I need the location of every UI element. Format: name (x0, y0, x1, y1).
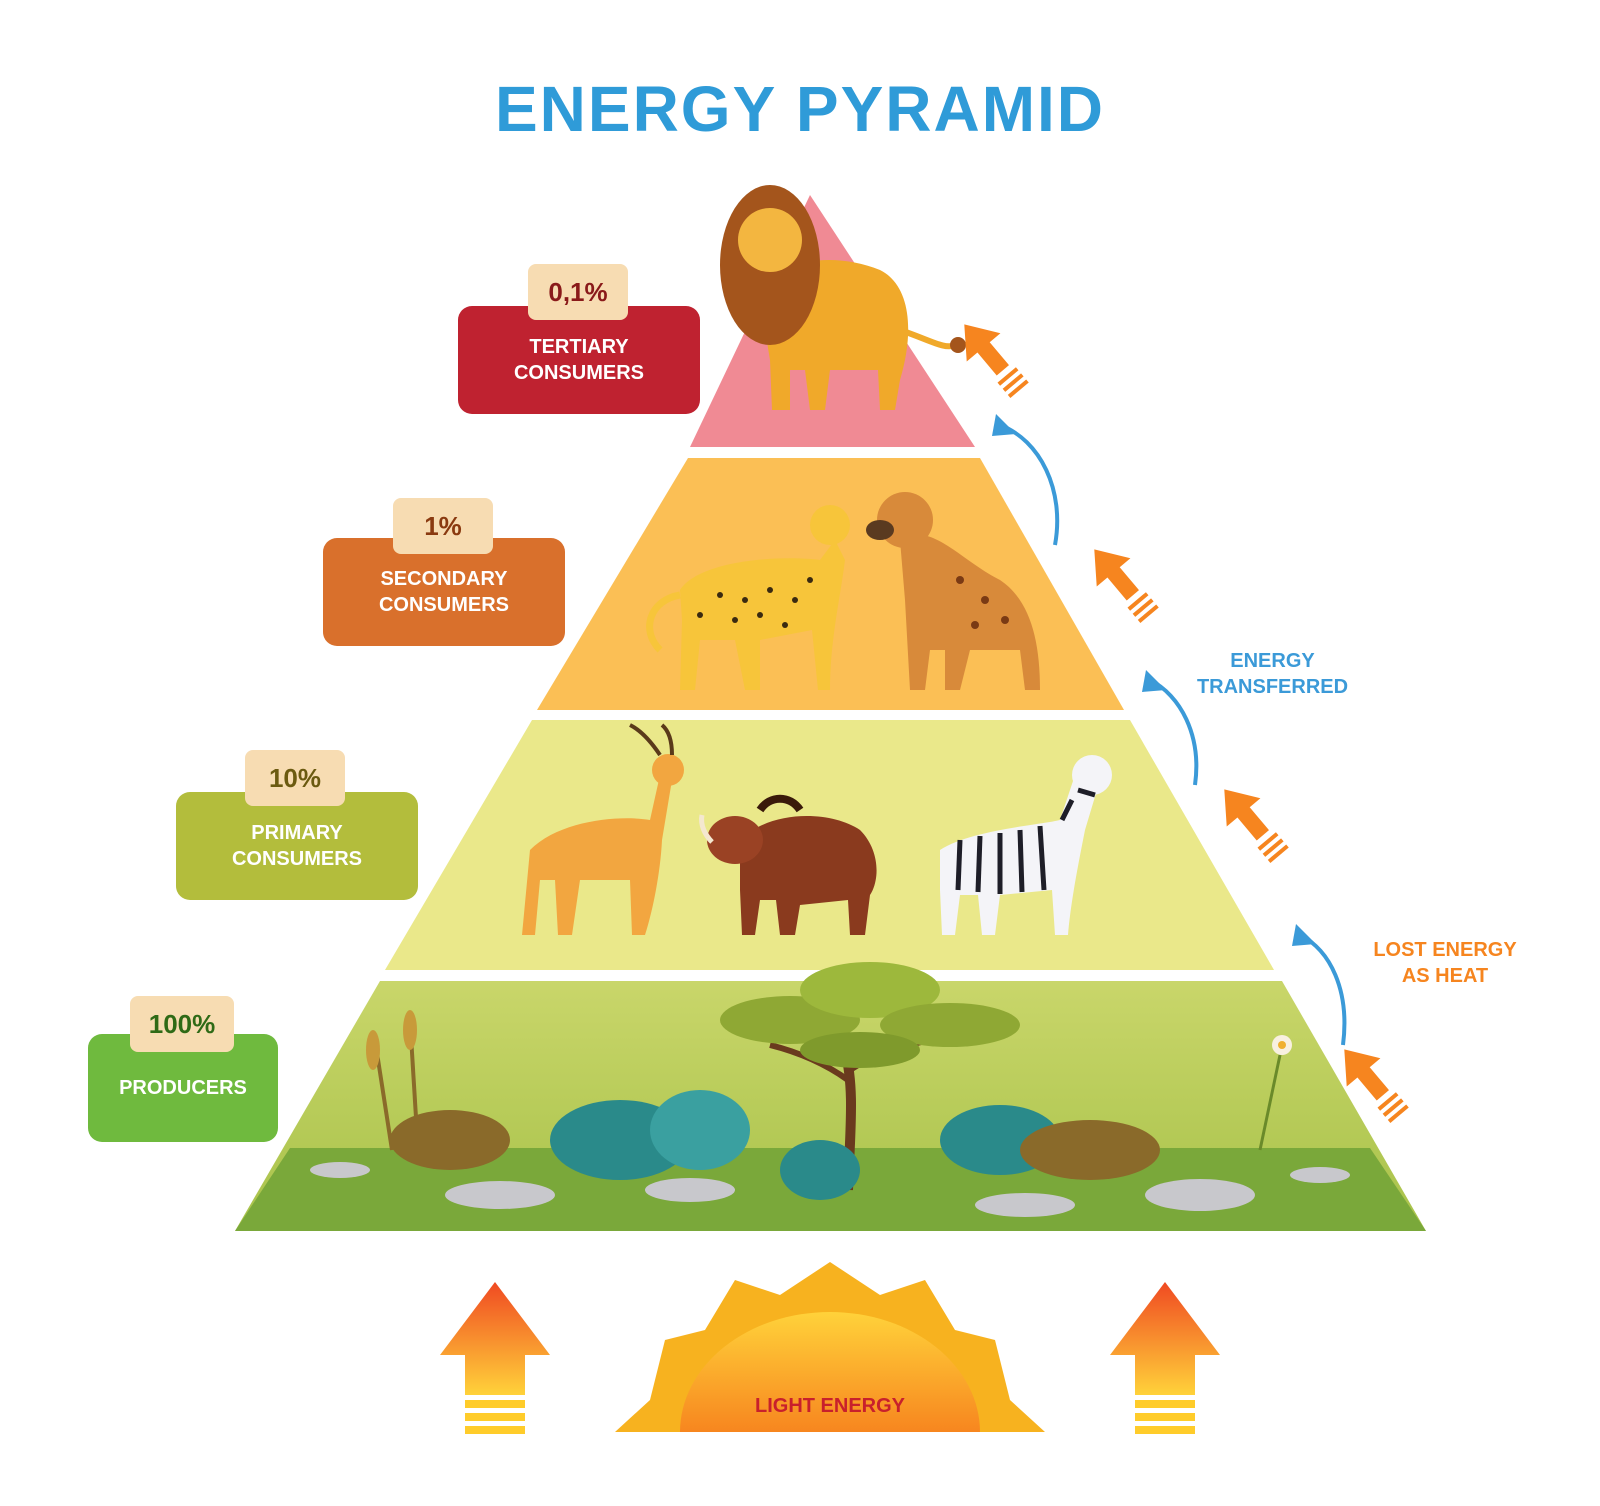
label-tertiary-line1: TERTIARY (529, 336, 629, 358)
label-secondary-line2: CONSUMERS (378, 594, 509, 616)
reeds-decoration (366, 1010, 1292, 1151)
light-energy-label: LIGHT ENERGY (754, 1395, 905, 1417)
energy-transferred-line2: TRANSFERRED (1196, 676, 1349, 698)
label-primary-line1: PRIMARY (251, 822, 343, 844)
percent-badge-primary: 10% (245, 750, 345, 806)
heat-arrow-1 (1344, 1049, 1409, 1123)
label-primary-consumers: PRIMARY CONSUMERS (176, 792, 418, 900)
label-secondary-line1: SECONDARY (380, 568, 508, 590)
lion-icon (720, 185, 966, 410)
lost-energy-line2: AS HEAT (1401, 965, 1489, 987)
percent-badge-producers: 100% (130, 996, 234, 1052)
label-tertiary-consumers: TERTIARY CONSUMERS (458, 306, 700, 414)
page-title: ENERGY PYRAMID (494, 73, 1106, 145)
sun-icon (615, 1262, 1045, 1432)
shrubs-decoration (390, 1090, 1160, 1200)
acacia-tree-icon (720, 962, 1020, 1191)
lost-heat-arrows (964, 324, 1409, 1123)
energy-transferred-line1: ENERGY (1230, 650, 1315, 672)
heat-arrow-3 (1094, 549, 1159, 623)
percent-badge-tertiary: 0,1% (528, 264, 628, 320)
label-producers: PRODUCERS (88, 1034, 278, 1142)
label-secondary-consumers: SECONDARY CONSUMERS (323, 538, 565, 646)
gazelle-icon (522, 723, 684, 935)
lost-energy-line1: LOST ENERGY (1373, 939, 1517, 961)
percent-badge-secondary: 1% (393, 498, 493, 554)
label-primary-line2: CONSUMERS (231, 848, 362, 870)
hyena-icon (866, 492, 1040, 690)
energy-transferred-note: ENERGY TRANSFERRED (1180, 648, 1365, 700)
cheetah-icon (646, 505, 850, 690)
heat-arrow-4 (964, 324, 1029, 398)
transfer-arrowheads (992, 414, 1316, 946)
label-producers-line1: PRODUCERS (119, 1077, 247, 1099)
warthog-icon (699, 794, 877, 935)
rocks-decoration (310, 1162, 1350, 1217)
heat-arrow-2 (1224, 789, 1289, 863)
light-up-arrow-right (1110, 1282, 1220, 1434)
label-tertiary-line2: CONSUMERS (513, 362, 644, 384)
light-up-arrow-left (440, 1282, 550, 1434)
zebra-icon (940, 755, 1112, 935)
lost-energy-note: LOST ENERGY AS HEAT (1350, 937, 1540, 989)
